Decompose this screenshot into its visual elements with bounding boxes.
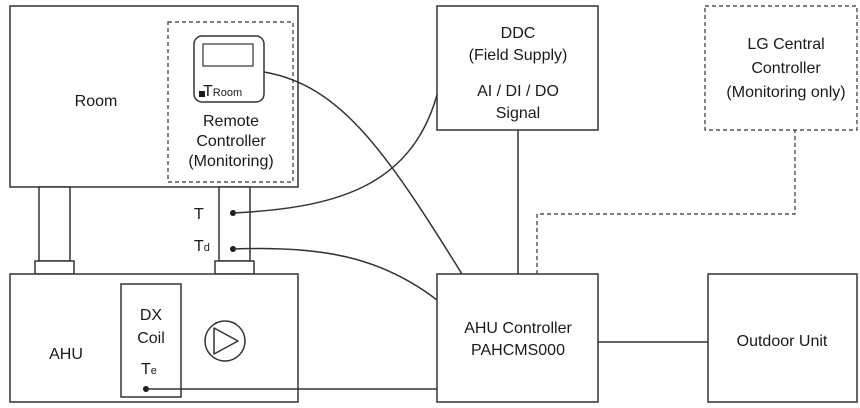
outdoor-unit: Outdoor Unit xyxy=(707,273,858,403)
lg-central-controller-frame xyxy=(704,5,858,131)
left-duct-flange xyxy=(34,260,75,275)
lg-central-label-1: LG Central xyxy=(747,36,824,53)
remote-controller-label-2: Controller xyxy=(196,133,266,150)
ahu-controller-box xyxy=(436,273,599,403)
duct-dew-sensor-label: Td xyxy=(194,238,210,255)
dx-coil-label-1: DX xyxy=(140,307,163,324)
ahu: AHU DX Coil Te xyxy=(9,273,299,403)
room-sensor-dot-icon xyxy=(199,91,205,97)
remote-controller-label-1: Remote xyxy=(203,113,259,130)
right-duct-flange xyxy=(214,260,255,275)
lg-central-controller: LG Central Controller (Monitoring only) xyxy=(704,5,858,131)
fan-icon xyxy=(204,320,246,362)
ddc-label-1: DDC xyxy=(501,25,536,42)
ahu-controller-label-1: AHU Controller xyxy=(464,320,572,337)
outdoor-unit-label: Outdoor Unit xyxy=(737,333,828,350)
left-duct xyxy=(38,186,71,262)
dew-sensor-to-ahu-controller-wire xyxy=(232,247,438,301)
ahu-controller-label-2: PAHCMS000 xyxy=(471,342,565,359)
lg-central-label-2: Controller xyxy=(751,60,821,77)
room-sensor-label: TRoom xyxy=(203,83,242,100)
remote-controller: TRoom Remote Controller (Monitoring) xyxy=(167,21,294,183)
ahu-controller: AHU Controller PAHCMS000 xyxy=(436,273,599,403)
ddc-box xyxy=(436,5,599,131)
ahu-label: AHU xyxy=(49,346,83,363)
ddc-label-4: Signal xyxy=(496,105,540,122)
ducts xyxy=(34,186,255,275)
dx-coil-box xyxy=(120,283,182,398)
ahu-controller-to-lg-central-wire xyxy=(536,130,796,274)
ddc: DDC (Field Supply) AI / DI / DO Signal xyxy=(436,5,599,131)
remote-controller-screen xyxy=(202,43,254,67)
temp-sensor-to-ddc-wire xyxy=(232,94,438,214)
evaporator-sensor-label: Te xyxy=(141,361,157,378)
connections xyxy=(146,71,796,390)
dx-coil-label-2: Coil xyxy=(137,330,165,347)
remote-to-ahu-controller-wire xyxy=(263,71,463,275)
lg-central-label-3: (Monitoring only) xyxy=(726,84,845,101)
ddc-label-2: (Field Supply) xyxy=(469,47,568,64)
remote-controller-label-3: (Monitoring) xyxy=(188,153,273,170)
duct-temp-sensor-label: T xyxy=(194,206,204,223)
duct-sensors: T Td xyxy=(194,206,236,255)
ddc-label-3: AI / DI / DO xyxy=(477,83,559,100)
room-label: Room xyxy=(75,93,118,110)
outdoor-unit-box xyxy=(707,273,858,403)
